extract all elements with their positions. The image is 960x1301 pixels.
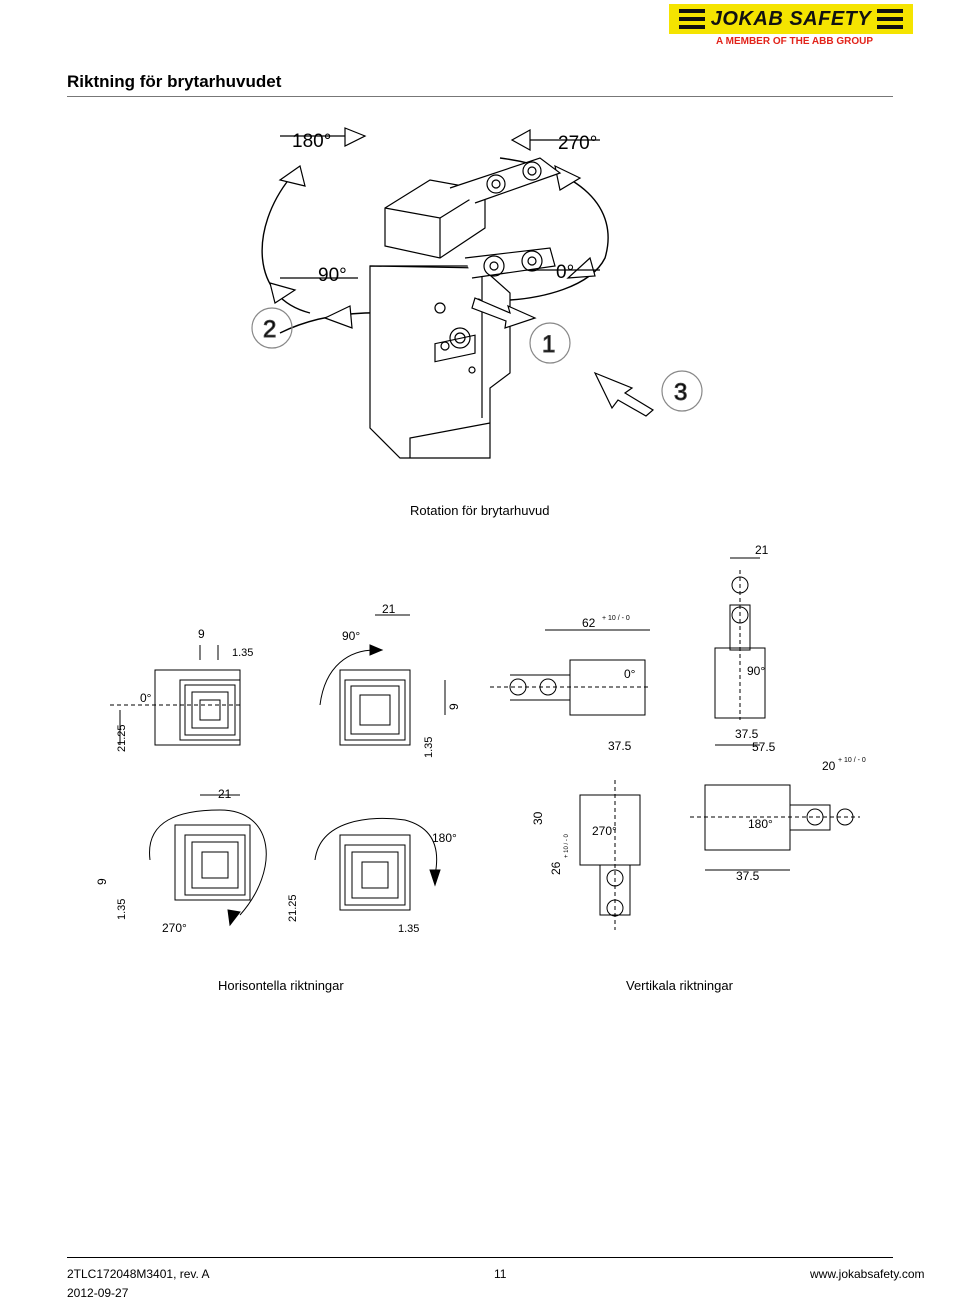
h90-dim-9: 9 xyxy=(447,703,461,710)
document-date: 2012-09-27 xyxy=(67,1286,129,1300)
footer-divider xyxy=(67,1257,893,1258)
caption-horizontal: Horisontella riktningar xyxy=(218,978,344,993)
arrow-head-90 xyxy=(269,282,297,304)
v0-dim-62: 62 xyxy=(582,616,596,630)
vertical-0-view: 62 + 10 / - 0 0° 37.5 xyxy=(490,615,650,753)
rotation-caption: Rotation för brytarhuvud xyxy=(410,503,550,518)
angle-label-0: 0° xyxy=(556,262,574,283)
h0-dim-2125: 21.25 xyxy=(116,724,128,752)
h180-dim-2125: 21.25 xyxy=(287,894,299,922)
h90-dim-135: 1.35 xyxy=(423,737,435,758)
h0-angle: 0° xyxy=(140,691,152,705)
h270-dim-9: 9 xyxy=(95,878,109,885)
company-logo: JOKAB SAFETY xyxy=(669,4,913,34)
logo-text: JOKAB SAFETY xyxy=(710,7,872,30)
v270-tol: + 10 / - 0 xyxy=(564,833,570,858)
v270-dim-30: 30 xyxy=(531,811,545,825)
h0-dim-135: 1.35 xyxy=(232,647,253,659)
rotation-isometric-figure: 180° 270° 90° 0° 2 1 3 xyxy=(251,127,703,459)
safety-switch-body xyxy=(369,157,562,459)
horizontal-0-view: 9 1.35 0° 21.25 xyxy=(110,627,253,752)
caption-vertical: Vertikala riktningar xyxy=(626,978,733,993)
v90-angle: 90° xyxy=(747,664,765,678)
step-1-circle xyxy=(529,322,571,364)
arrow-head-0 xyxy=(566,256,596,279)
horizontal-270-view: 21 9 1.35 270° xyxy=(95,787,267,935)
h180-angle: 180° xyxy=(432,831,457,845)
arrow-head-left xyxy=(323,305,353,329)
arrow-head-270 xyxy=(554,164,582,191)
horizontal-90-view: 90° 21 9 1.35 xyxy=(319,602,461,758)
logo-stripes xyxy=(678,9,705,29)
vertical-270-view: 270° 30 26 + 10 / - 0 xyxy=(531,780,641,930)
h270-angle: 270° xyxy=(162,921,187,935)
direction-arrow-3 xyxy=(593,371,655,417)
v0-angle: 0° xyxy=(624,667,636,681)
h0-dim-9: 9 xyxy=(198,627,205,641)
vertical-90-view: 21 90° 37.5 57.5 20 + 10 / - 0 xyxy=(714,543,866,773)
website-link[interactable]: www.jokabsafety.com xyxy=(810,1267,925,1281)
page-number: 11 xyxy=(494,1267,507,1281)
v90-dim-575: 57.5 xyxy=(752,740,776,754)
step-3-circle xyxy=(661,370,703,412)
step-2-label: 2 xyxy=(263,316,276,343)
v90-dim-375: 37.5 xyxy=(735,727,759,741)
h90-dim-21: 21 xyxy=(382,602,396,616)
logo-tagline: A MEMBER OF THE ABB GROUP xyxy=(716,36,874,47)
page-title: Riktning för brytarhuvudet xyxy=(67,72,282,91)
horizontal-180-view: 180° 21.25 1.35 xyxy=(287,817,457,935)
v180-angle: 180° xyxy=(748,817,773,831)
step-1-label: 1 xyxy=(542,331,555,358)
step-2-circle xyxy=(251,307,293,349)
document-number: 2TLC172048M3401, rev. A xyxy=(67,1267,210,1281)
logo-stripes-right xyxy=(877,9,904,29)
h270-dim-135: 1.35 xyxy=(116,899,128,920)
arrow-head-180 xyxy=(278,165,306,187)
screw-arrow xyxy=(471,297,537,329)
v180-dim-375: 37.5 xyxy=(736,869,760,883)
angle-label-90: 90° xyxy=(318,265,347,286)
v0-dim-375: 37.5 xyxy=(608,739,632,753)
step-3-label: 3 xyxy=(674,379,687,406)
v270-angle: 270° xyxy=(592,824,617,838)
v180-tol: + 10 / - 0 xyxy=(838,757,866,764)
h90-angle: 90° xyxy=(342,629,360,643)
v0-tol: + 10 / - 0 xyxy=(602,615,630,622)
h270-dim-21: 21 xyxy=(218,787,232,801)
angle-label-180: 180° xyxy=(292,131,331,152)
vertical-180-view: 180° 37.5 xyxy=(690,784,860,883)
v270-dim-26: 26 xyxy=(549,861,563,875)
angle-label-270: 270° xyxy=(558,133,597,154)
v90-dim-21: 21 xyxy=(755,543,769,557)
h180-dim-135: 1.35 xyxy=(398,923,419,935)
orientation-drawings: 9 1.35 0° 21.25 90° 21 9 1.35 62 + 10 / … xyxy=(95,543,866,935)
v180-dim-20: 20 xyxy=(822,759,836,773)
title-divider xyxy=(67,96,893,97)
